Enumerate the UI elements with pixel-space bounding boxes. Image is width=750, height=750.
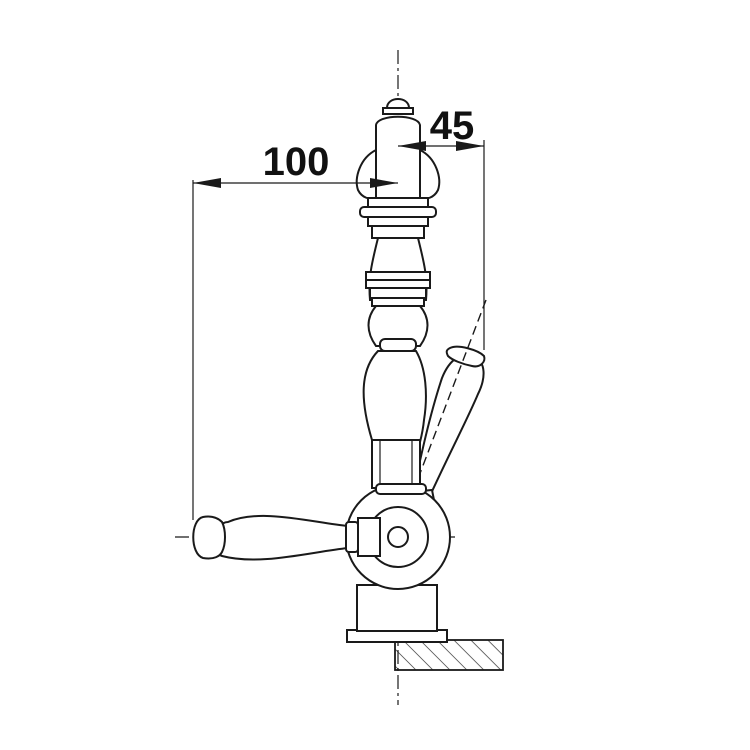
faucet-base [346,584,448,643]
dimension-reach: 100 [192,140,398,520]
dimension-label-100: 100 [263,140,330,184]
arrow-left-45 [398,141,426,151]
dimension-offset: 45 [398,104,485,350]
countertop [394,639,504,671]
arrow-left-100 [193,178,221,188]
faucet-column [355,98,441,489]
dimension-label-45: 45 [430,104,475,148]
arrow-right-45 [456,141,484,151]
lever-handle [192,514,381,561]
arrow-right-100 [370,178,398,188]
